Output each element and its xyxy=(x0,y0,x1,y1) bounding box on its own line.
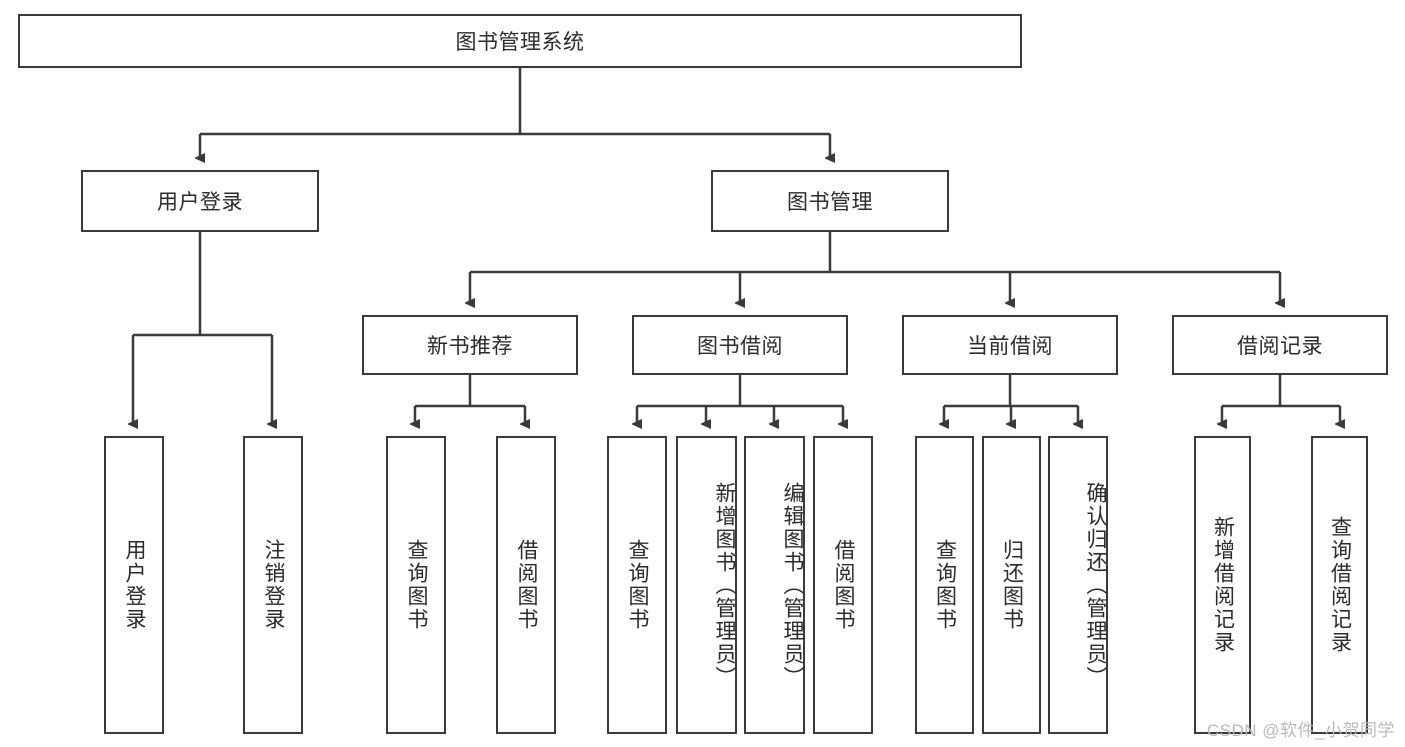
node-label: 新书推荐 xyxy=(427,335,513,358)
node-label: 用户登录 xyxy=(157,191,243,214)
connector-userlogin-to-leaves xyxy=(133,232,272,424)
node-label: 查询借阅记录 xyxy=(1328,516,1352,654)
node-label: 图书管理 xyxy=(787,191,873,214)
connector-root-to-level2 xyxy=(200,68,830,158)
node-borrow-record[interactable]: 借阅记录 xyxy=(1172,315,1388,375)
node-leaf-edit-book[interactable]: 编辑图书（管理员） xyxy=(744,436,805,734)
node-leaf-borrow-book-1[interactable]: 借阅图书 xyxy=(496,436,556,734)
node-book-borrow[interactable]: 图书借阅 xyxy=(632,315,848,375)
node-label: 编辑图书（管理员） xyxy=(781,481,804,689)
node-leaf-add-record[interactable]: 新增借阅记录 xyxy=(1194,436,1251,734)
node-current-borrow[interactable]: 当前借阅 xyxy=(902,315,1118,375)
node-label: 当前借阅 xyxy=(967,335,1053,358)
node-label: 归还图书 xyxy=(1000,539,1024,631)
node-new-book-recommend[interactable]: 新书推荐 xyxy=(362,315,578,375)
node-label: 借阅图书 xyxy=(832,539,856,631)
node-leaf-user-login[interactable]: 用户登录 xyxy=(104,436,164,734)
node-root-system[interactable]: 图书管理系统 xyxy=(18,14,1022,68)
node-leaf-query-book-3[interactable]: 查询图书 xyxy=(915,436,974,734)
connector-bookmgmt-to-level3 xyxy=(470,232,1280,303)
connector-borrowrecord-to-leaves xyxy=(1222,375,1340,424)
node-label: 查询图书 xyxy=(933,539,957,631)
node-label: 查询图书 xyxy=(405,539,429,631)
connector-bookborrow-to-leaves xyxy=(637,375,843,424)
node-label: 用户登录 xyxy=(123,539,147,631)
node-leaf-borrow-book-2[interactable]: 借阅图书 xyxy=(813,436,873,734)
node-label: 新增借阅记录 xyxy=(1211,516,1235,654)
node-label: 确认归还（管理员） xyxy=(1084,481,1107,689)
node-label: 图书管理系统 xyxy=(455,31,585,54)
node-leaf-query-record[interactable]: 查询借阅记录 xyxy=(1311,436,1368,734)
node-book-management[interactable]: 图书管理 xyxy=(711,170,949,232)
node-leaf-add-book[interactable]: 新增图书（管理员） xyxy=(676,436,737,734)
node-label: 新增图书（管理员） xyxy=(713,481,736,689)
node-label: 借阅记录 xyxy=(1237,335,1323,358)
node-label: 注销登录 xyxy=(262,539,286,631)
node-user-login[interactable]: 用户登录 xyxy=(81,170,319,232)
node-leaf-query-book-2[interactable]: 查询图书 xyxy=(607,436,667,734)
node-label: 查询图书 xyxy=(626,539,650,631)
connector-newbook-to-leaves xyxy=(415,375,525,424)
node-label: 图书借阅 xyxy=(697,335,783,358)
node-leaf-confirm-return[interactable]: 确认归还（管理员） xyxy=(1048,436,1108,734)
watermark-text: CSDN @软件_小贺同学 xyxy=(1206,721,1395,740)
node-label: 借阅图书 xyxy=(515,539,539,631)
node-leaf-return-book[interactable]: 归还图书 xyxy=(982,436,1041,734)
node-leaf-query-book-1[interactable]: 查询图书 xyxy=(386,436,446,734)
connector-currentborrow-to-leaves xyxy=(944,375,1078,424)
node-leaf-logout[interactable]: 注销登录 xyxy=(243,436,303,734)
